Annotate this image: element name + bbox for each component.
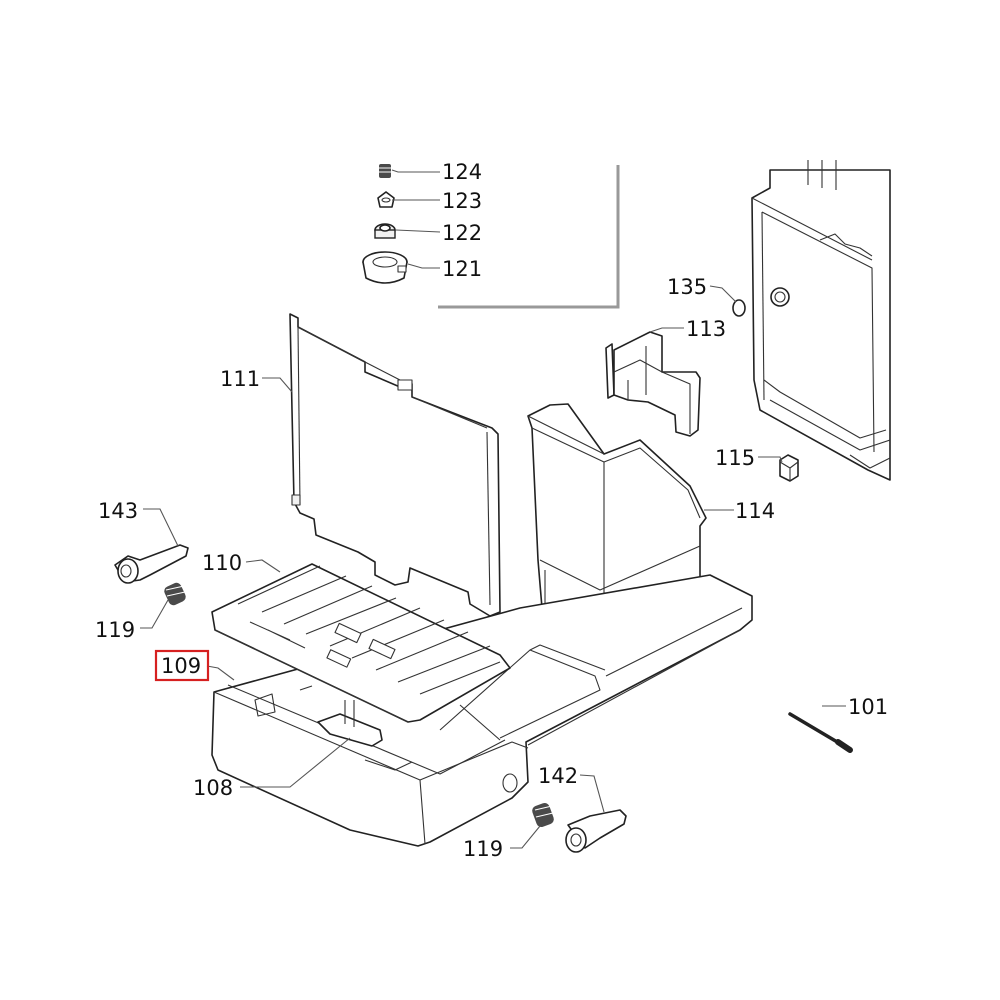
label-101: 101	[848, 695, 888, 719]
label-110: 110	[202, 551, 242, 575]
label-114: 114	[735, 499, 775, 523]
part-142-latch	[565, 809, 627, 853]
label-113: 113	[686, 317, 726, 341]
label-109: 109	[161, 654, 201, 678]
label-108: 108	[193, 776, 233, 800]
highlight-box-109	[154, 649, 210, 682]
part-124-spring	[379, 164, 391, 178]
label-124: 124	[442, 160, 482, 184]
part-101-pin	[788, 712, 853, 753]
part-113-bracket	[605, 331, 701, 437]
part-115-clip	[779, 454, 799, 482]
right-housing	[751, 160, 891, 481]
label-122: 122	[442, 221, 482, 245]
label-111: 111	[220, 367, 260, 391]
label-121: 121	[442, 257, 482, 281]
part-labels: 124 123 122 121 135 113 111 115 143 114 …	[95, 160, 888, 861]
part-114-container	[527, 403, 707, 641]
label-119-left: 119	[95, 618, 135, 642]
inset-frame	[438, 165, 620, 309]
part-108-base-tray	[211, 574, 753, 847]
part-121-valve-body	[362, 251, 408, 284]
part-122-seal	[374, 223, 396, 239]
label-123: 123	[442, 189, 482, 213]
part-119-spring-right	[532, 802, 554, 828]
part-143-latch	[114, 544, 189, 584]
part-110-grate	[211, 563, 511, 723]
part-119-spring-left	[164, 582, 186, 606]
part-123-cap	[377, 191, 395, 208]
label-142: 142	[538, 764, 578, 788]
label-143: 143	[98, 499, 138, 523]
leader-lines	[140, 169, 846, 849]
label-135: 135	[667, 275, 707, 299]
label-119-right: 119	[463, 837, 503, 861]
part-135-oring	[732, 299, 746, 317]
label-115: 115	[715, 446, 755, 470]
part-111-back-panel	[289, 313, 501, 617]
